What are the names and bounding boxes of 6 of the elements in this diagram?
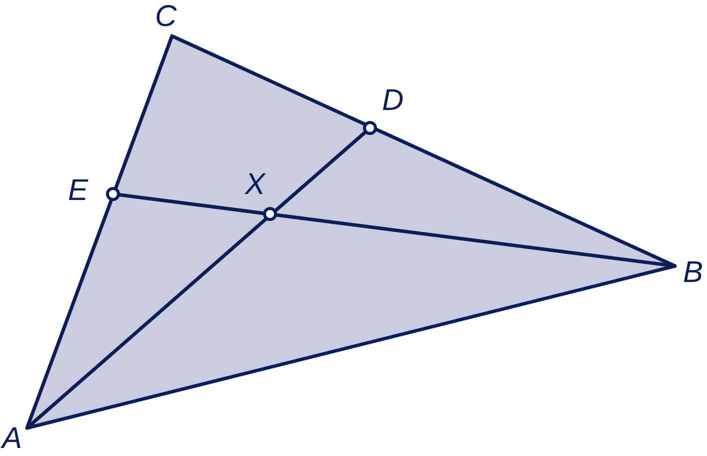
point-label: A — [2, 424, 22, 454]
point-label: B — [683, 258, 704, 288]
point-label: X — [245, 170, 266, 200]
point-label: E — [68, 176, 88, 206]
point-label: D — [382, 86, 404, 116]
point-label: C — [155, 2, 177, 32]
